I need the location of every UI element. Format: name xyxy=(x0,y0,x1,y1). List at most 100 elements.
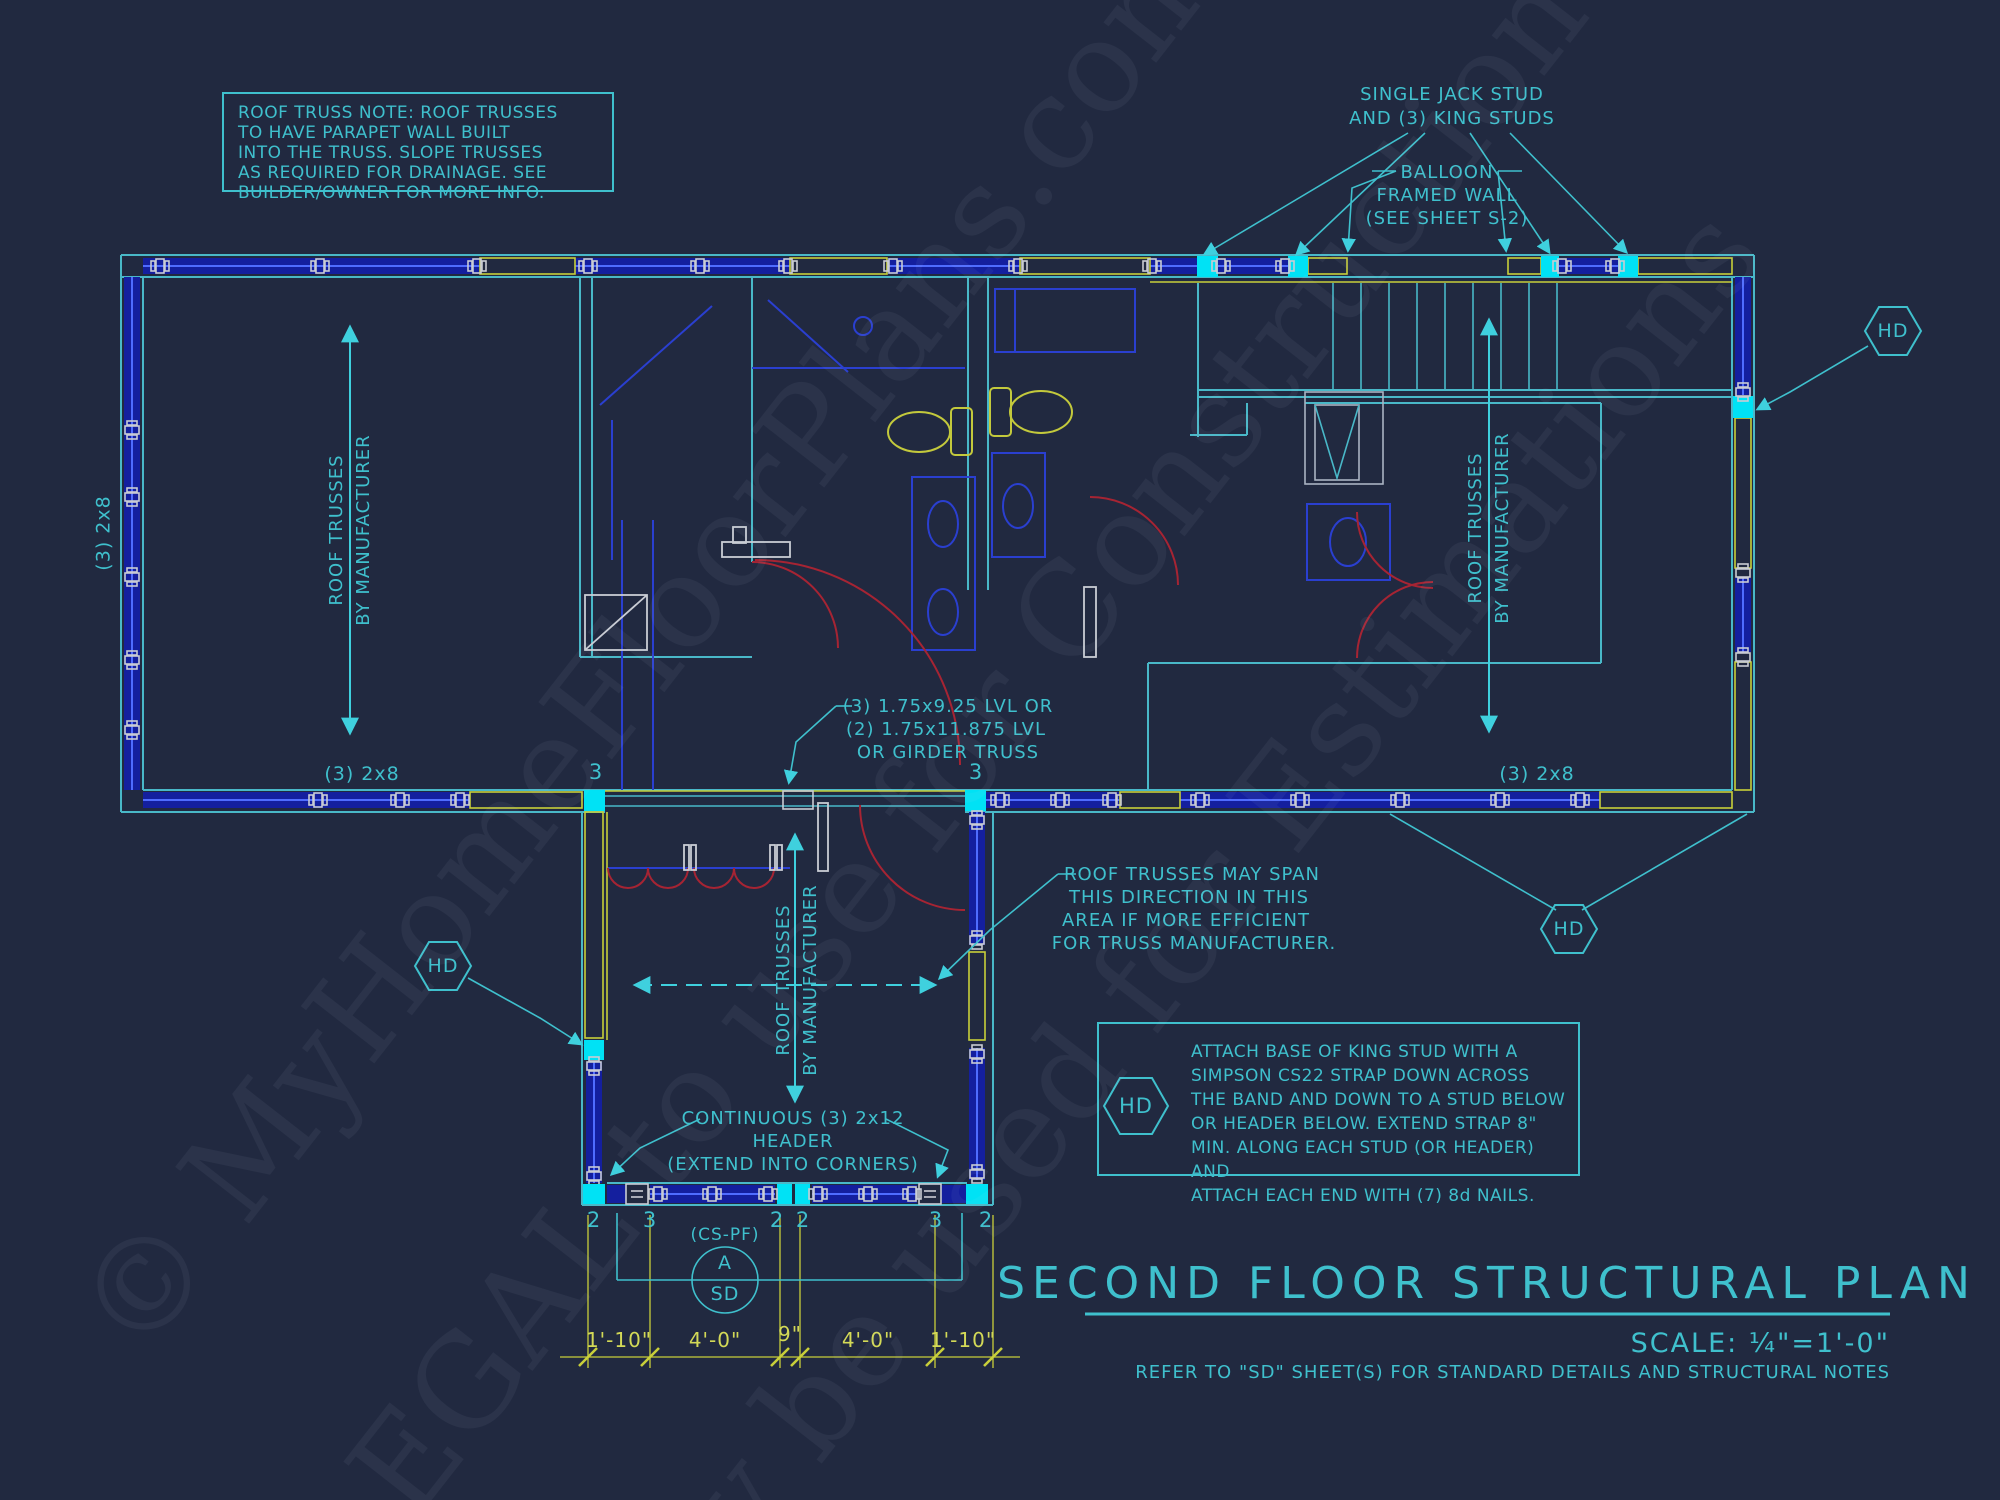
header-note: (EXTEND INTO CORNERS) xyxy=(667,1154,919,1175)
toilet-tank xyxy=(950,407,973,456)
hd-symbol-label: HD xyxy=(427,955,459,977)
cs-pf-label: (CS-PF) xyxy=(690,1225,760,1245)
dimension-label: 4'-0" xyxy=(688,1328,742,1352)
bed xyxy=(994,288,1136,353)
roof-truss-direction-label: ROOF TRUSSES BY MANUFACTURER xyxy=(323,434,377,625)
hd-symbol-label: HD xyxy=(1119,1094,1153,1118)
dimension-label: 1'-10" xyxy=(929,1328,997,1352)
kitchen-cabinet xyxy=(1306,503,1391,581)
sink-icon xyxy=(1329,517,1367,567)
note-line: ROOF TRUSS NOTE: ROOF TRUSSES xyxy=(238,103,558,123)
sink-icon xyxy=(927,588,959,636)
hd-hexagon-note xyxy=(1102,1077,1170,1135)
hd-symbol-label: HD xyxy=(1553,918,1585,940)
outer-walls xyxy=(120,254,1755,813)
stairs xyxy=(1332,283,1558,390)
hd-note-box: ATTACH BASE OF KING STUD WITH A SIMPSON … xyxy=(1097,1022,1580,1206)
dimension-label: 9" xyxy=(778,1322,802,1346)
closet-diagonal xyxy=(599,305,713,406)
hd-hexagon-midright xyxy=(1539,904,1599,954)
span-note: FOR TRUSS MANUFACTURER. xyxy=(1051,933,1337,954)
garage-front-posts xyxy=(583,1184,988,1204)
hd-post-garage xyxy=(584,1040,604,1060)
stud-count-label: 2 xyxy=(769,1208,785,1232)
garage-walls xyxy=(581,810,994,1206)
sink-icon xyxy=(1002,483,1034,529)
stud-count-label: 3 xyxy=(928,1208,944,1232)
lvl-note: (3) 1.75x9.25 LVL OR xyxy=(842,696,1054,717)
roof-truss-label-line: BY MANUFACTURER xyxy=(353,434,374,626)
detail-sheet-label: SD xyxy=(710,1283,740,1305)
refer-note: REFER TO "SD" SHEET(S) FOR STANDARD DETA… xyxy=(1135,1362,1890,1383)
leader-lines xyxy=(467,132,1869,1179)
header-note: CONTINUOUS (3) 2x12 xyxy=(681,1108,905,1129)
vanity-double xyxy=(911,476,976,651)
toilet-tank xyxy=(989,387,1012,437)
door-leaves xyxy=(584,526,1097,872)
span-note: AREA IF MORE EFFICIENT xyxy=(1061,910,1311,931)
hd-note-line: ATTACH EACH END WITH (7) 8d NAILS. xyxy=(1191,1186,1535,1206)
lvl-note: OR GIRDER TRUSS xyxy=(856,742,1040,763)
balloon-wall-label: FRAMED WALL xyxy=(1376,185,1518,206)
vanity-single xyxy=(991,452,1046,558)
roof-truss-label-line: ROOF TRUSSES xyxy=(326,454,347,606)
dimension-lines xyxy=(560,1215,1020,1368)
lvl-center-post xyxy=(782,790,814,810)
door-swings xyxy=(607,496,1434,911)
hd-post-right xyxy=(1733,396,1753,418)
note-line: AS REQUIRED FOR DRAINAGE. SEE xyxy=(238,163,548,183)
balloon-wall-label: BALLOON xyxy=(1400,162,1494,183)
sink-icon xyxy=(927,500,959,548)
blue-fixtures xyxy=(599,288,1391,869)
header-note: HEADER xyxy=(752,1131,834,1152)
section-callout xyxy=(616,1213,963,1314)
wall-2x8-label: (3) 2x8 xyxy=(1499,763,1575,785)
stud-count-label: 2 xyxy=(978,1208,994,1232)
hd-note-line: MIN. ALONG EACH STUD (OR HEADER) AND xyxy=(1191,1138,1535,1182)
hd-note-line: ATTACH BASE OF KING STUD WITH A xyxy=(1191,1042,1518,1062)
interior-walls xyxy=(579,277,1732,790)
stud-count-label: 2 xyxy=(586,1208,602,1232)
stud-count-label: 3 xyxy=(588,760,604,784)
hd-hexagons xyxy=(413,306,1923,1135)
wall-2x8-label: (3) 2x8 xyxy=(92,495,115,571)
detail-letter-label: A xyxy=(718,1252,732,1274)
scale-label: SCALE: ¼"=1'-0" xyxy=(1630,1328,1890,1359)
note-line: INTO THE TRUSS. SLOPE TRUSSES xyxy=(238,143,543,163)
jack-stud-label: AND (3) KING STUDS xyxy=(1349,108,1555,129)
stud-count-label: 3 xyxy=(968,760,984,784)
top-wall-segments xyxy=(143,256,1733,277)
hd-note-line: OR HEADER BELOW. EXTEND STRAP 8" xyxy=(1191,1114,1537,1134)
hd-note-line: SIMPSON CS22 STRAP DOWN ACROSS xyxy=(1191,1066,1530,1086)
sheet-title: SECOND FLOOR STRUCTURAL PLAN xyxy=(997,1258,1977,1309)
wall-2x8-label: (3) 2x8 xyxy=(324,763,400,785)
lvl-girder xyxy=(605,795,965,807)
left-wall-segments xyxy=(124,277,140,790)
toilets xyxy=(887,387,1073,456)
balloon-wall-label: (SEE SHEET S-2) xyxy=(1365,208,1529,229)
hd-note-line: THE BAND AND DOWN TO A STUD BELOW xyxy=(1191,1090,1566,1110)
right-wall-segments xyxy=(1733,277,1753,791)
truss-span-arrows xyxy=(341,317,1498,1104)
dimension-label: 4'-0" xyxy=(841,1328,895,1352)
note-line: BUILDER/OWNER FOR MORE INFO. xyxy=(238,183,545,203)
stud-count-label: 3 xyxy=(642,1208,658,1232)
stair-chase xyxy=(1304,391,1384,485)
span-note: ROOF TRUSSES MAY SPAN xyxy=(1063,864,1321,885)
jack-stud-label: SINGLE JACK STUD xyxy=(1360,84,1544,105)
hd-hexagon-topright xyxy=(1863,306,1923,356)
bottom-wall-segments xyxy=(143,790,1733,811)
span-note: THIS DIRECTION IN THIS xyxy=(1068,887,1310,908)
hd-symbol-label: HD xyxy=(1877,320,1909,342)
stud-count-label: 2 xyxy=(795,1208,811,1232)
dimension-label: 1'-10" xyxy=(585,1328,653,1352)
garage-junction-posts xyxy=(584,790,986,811)
note-line: TO HAVE PARAPET WALL BUILT xyxy=(238,123,511,143)
shower-door xyxy=(767,299,849,373)
roof-truss-note-box: ROOF TRUSS NOTE: ROOF TRUSSES TO HAVE PA… xyxy=(222,92,614,203)
shower-drain-icon xyxy=(853,316,873,336)
lvl-note: (2) 1.75x11.875 LVL xyxy=(845,719,1047,740)
toilet-icon xyxy=(1009,390,1073,434)
